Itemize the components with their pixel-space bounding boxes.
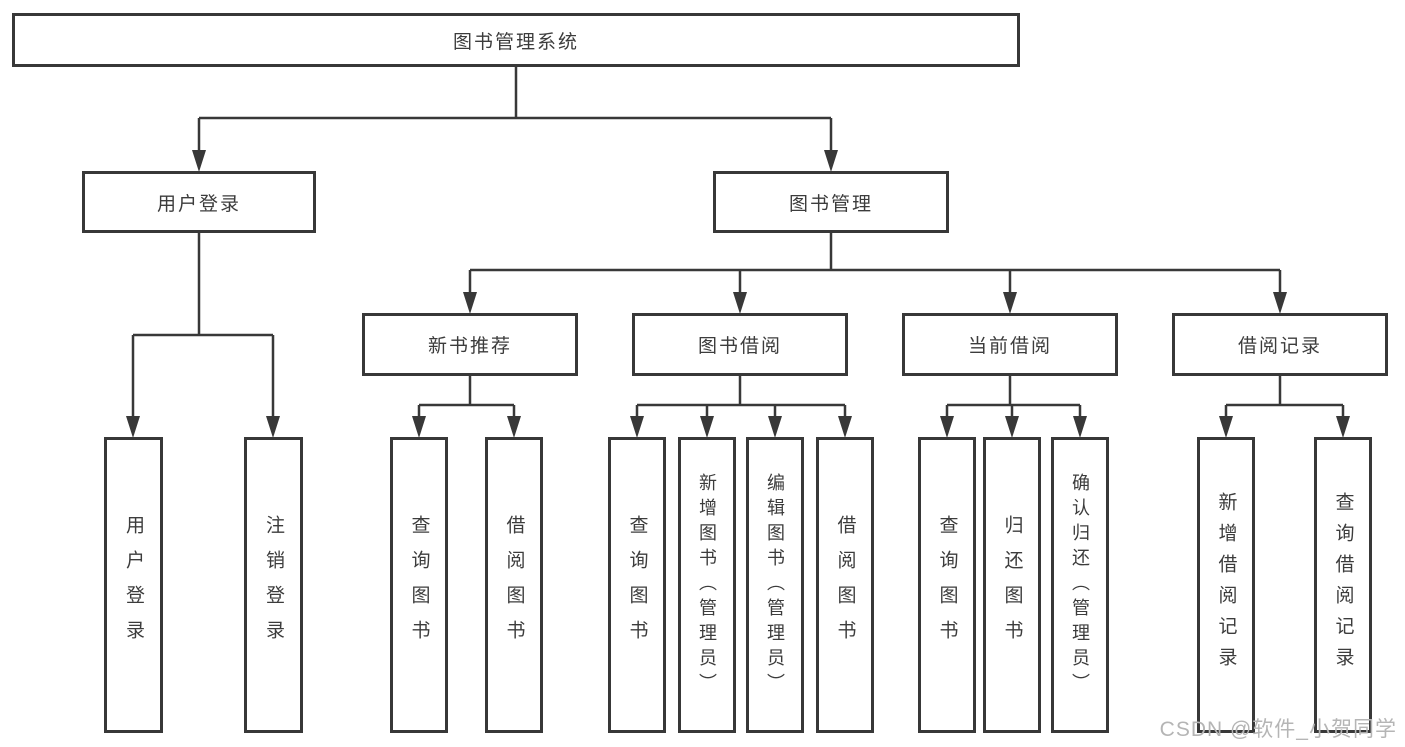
node-new-book-recommend: 新书推荐 [362, 313, 578, 376]
leaf-add-borrow-record-label: 新增借阅记录 [1215, 492, 1237, 678]
node-root-label: 图书管理系统 [452, 31, 579, 53]
connector-root-to-level2 [197, 67, 833, 151]
leaf-borrow-books-recommend: 借阅图书 [485, 437, 543, 733]
leaf-return-books-label: 归还图书 [1001, 515, 1023, 655]
node-root-system: 图书管理系统 [12, 13, 1020, 67]
leaf-user-login: 用户登录 [104, 437, 163, 733]
leaf-return-books: 归还图书 [983, 437, 1041, 733]
leaf-logout-label: 注销登录 [263, 515, 284, 655]
leaf-query-books-recommend-label: 查询图书 [408, 515, 430, 655]
leaf-add-books-admin: 新增图书（管理员） [678, 437, 736, 733]
connector-borrowing-records-branch [1224, 376, 1345, 417]
node-borrowing-records: 借阅记录 [1172, 313, 1388, 376]
leaf-query-borrow-record-label: 查询借阅记录 [1332, 492, 1354, 678]
connector-book-borrowing-branch [635, 376, 847, 417]
node-current-borrowing: 当前借阅 [902, 313, 1118, 376]
leaf-add-borrow-record: 新增借阅记录 [1197, 437, 1255, 733]
leaf-borrow-books-recommend-label: 借阅图书 [503, 515, 525, 655]
connector-user-login-branch [131, 233, 275, 417]
leaf-query-books-recommend: 查询图书 [390, 437, 448, 733]
node-book-borrowing: 图书借阅 [632, 313, 848, 376]
node-new-book-recommend-label: 新书推荐 [427, 336, 512, 357]
node-current-borrowing-label: 当前借阅 [967, 336, 1052, 357]
leaf-edit-books-admin: 编辑图书（管理员） [746, 437, 804, 733]
node-user-login-label: 用户登录 [156, 193, 241, 215]
leaf-confirm-return-admin: 确认归还（管理员） [1051, 437, 1109, 733]
node-book-management: 图书管理 [713, 171, 949, 233]
node-user-login: 用户登录 [82, 171, 316, 233]
leaf-user-login-label: 用户登录 [123, 515, 144, 655]
connector-new-book-branch [417, 376, 516, 417]
node-borrowing-records-label: 借阅记录 [1237, 336, 1322, 357]
connector-current-borrowing-branch [945, 376, 1082, 417]
leaf-query-books-current-label: 查询图书 [936, 515, 958, 655]
csdn-watermark: CSDN @软件_小贺同学 [1159, 718, 1397, 741]
connector-book-management-branch [468, 233, 1282, 293]
leaf-confirm-return-admin-label: 确认归还（管理员） [1070, 472, 1090, 698]
leaf-query-books-borrowing: 查询图书 [608, 437, 666, 733]
leaf-borrow-books-label: 借阅图书 [834, 515, 856, 655]
leaf-query-books-borrowing-label: 查询图书 [626, 515, 648, 655]
node-book-borrowing-label: 图书借阅 [697, 336, 782, 357]
node-book-management-label: 图书管理 [788, 193, 873, 215]
leaf-add-books-admin-label: 新增图书（管理员） [697, 472, 717, 698]
leaf-borrow-books: 借阅图书 [816, 437, 874, 733]
connector-arrowheads [126, 150, 1350, 438]
leaf-logout: 注销登录 [244, 437, 303, 733]
leaf-query-borrow-record: 查询借阅记录 [1314, 437, 1372, 733]
leaf-query-books-current: 查询图书 [918, 437, 976, 733]
leaf-edit-books-admin-label: 编辑图书（管理员） [765, 472, 785, 698]
